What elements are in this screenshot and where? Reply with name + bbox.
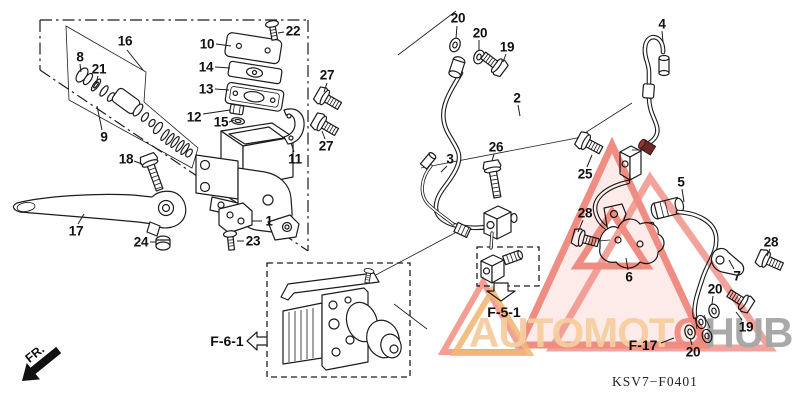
hose-4-top-fitting — [658, 54, 670, 77]
part-callout-3: 3 — [446, 151, 454, 167]
callout-leader — [202, 109, 231, 115]
part-callout-20: 20 — [707, 281, 723, 297]
master-cylinder-drawing — [12, 19, 345, 252]
part-callout-22: 22 — [285, 23, 301, 39]
hose-2-top-fitting — [448, 56, 466, 79]
part-callout-28: 28 — [763, 234, 779, 250]
ref-label-f17: F-17 — [628, 337, 658, 353]
callout-leader — [214, 88, 230, 91]
callout-leader — [455, 25, 458, 39]
callout-leader — [661, 30, 664, 43]
part-callout-20: 20 — [472, 25, 488, 41]
part-callout-2: 2 — [513, 90, 521, 106]
washer-15-drawing — [230, 117, 246, 125]
nut-12-drawing — [229, 103, 245, 116]
fr-arrow-icon — [22, 346, 62, 381]
clamp-11-drawing — [283, 108, 305, 145]
brake-lever-drawing — [12, 190, 187, 237]
part-callout-15: 15 — [213, 114, 229, 130]
pivot-nut-24-drawing — [155, 235, 171, 251]
callout-leader — [228, 119, 235, 123]
ref-label-f61: F-6-1 — [210, 333, 244, 349]
part-callout-20: 20 — [685, 344, 701, 360]
callout-leader — [440, 165, 448, 173]
part-callout-23: 23 — [245, 233, 261, 249]
part-callout-19: 19 — [738, 319, 754, 335]
diagram-code: KSV7−F0401 — [612, 374, 698, 389]
part-callout-8: 8 — [76, 49, 84, 65]
part-callout-16: 16 — [117, 33, 133, 49]
callout-leader — [126, 49, 144, 71]
callout-leader — [96, 105, 103, 131]
part-callout-6: 6 — [625, 269, 633, 285]
part-callout-11: 11 — [288, 151, 302, 167]
part-callout-17: 17 — [68, 223, 84, 239]
ref-label-f51: F-5-1 — [487, 304, 521, 320]
bracket-1-drawing — [218, 202, 253, 234]
part-callout-27: 27 — [318, 138, 334, 154]
reservoir-cap-drawing — [224, 32, 283, 65]
part-callout-26: 26 — [488, 139, 504, 155]
callout-leader — [214, 66, 231, 69]
junction-block-drawing — [483, 205, 518, 240]
callout-leader — [133, 160, 143, 165]
callout-leader — [77, 213, 85, 225]
part-callout-20: 20 — [450, 10, 466, 26]
callout-leader — [95, 75, 99, 85]
part-callout-1: 1 — [265, 213, 273, 229]
callout-leader — [277, 31, 285, 34]
callout-leader — [323, 82, 328, 93]
callout-leader — [321, 130, 326, 140]
part-callout-5: 5 — [677, 174, 685, 190]
callout-leader — [491, 153, 495, 162]
part-callout-27: 27 — [319, 67, 335, 83]
part-callout-19: 19 — [499, 39, 515, 55]
f61-arrow-icon — [246, 331, 268, 351]
part-callout-13: 13 — [198, 81, 214, 97]
callout-leader — [502, 53, 507, 63]
part-callout-7: 7 — [733, 268, 741, 284]
part-callout-9: 9 — [100, 129, 108, 145]
part-callout-4: 4 — [658, 16, 666, 32]
diaphragm-drawing — [224, 81, 285, 112]
diagram-frame-lines — [39, 10, 633, 378]
callout-leader — [215, 43, 232, 47]
part-callout-10: 10 — [199, 36, 215, 52]
part-callout-25: 25 — [577, 166, 593, 182]
callout-leader — [290, 142, 295, 153]
part-callout-14: 14 — [198, 59, 214, 75]
piston-kit-drawing — [65, 25, 199, 169]
part-callout-28: 28 — [577, 205, 593, 221]
part-callout-18: 18 — [118, 151, 134, 167]
callout-leader — [517, 104, 521, 117]
abs-modulator-drawing — [280, 267, 402, 371]
part-callout-24: 24 — [133, 234, 149, 250]
callout-leader — [79, 63, 82, 73]
abs-modulator-box — [266, 262, 411, 378]
part-callout-21: 21 — [91, 61, 107, 77]
part-callout-12: 12 — [186, 109, 202, 125]
